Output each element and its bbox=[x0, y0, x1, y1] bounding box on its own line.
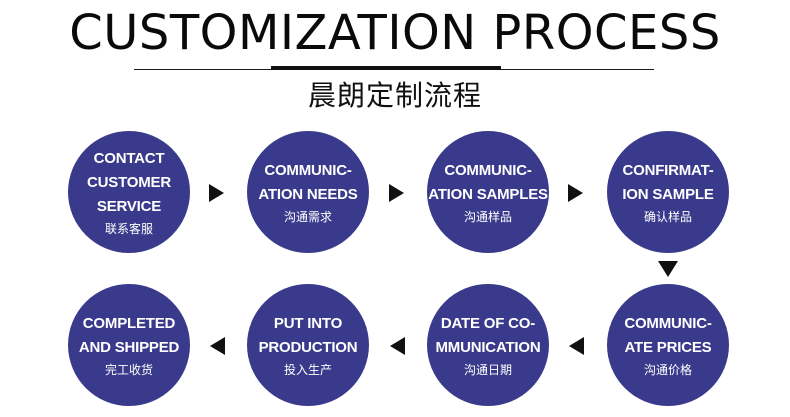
step-communication-samples: COMMUNIC- ATION SAMPLES 沟通样品 bbox=[427, 131, 549, 253]
arrow-down-icon bbox=[658, 261, 678, 277]
page-subtitle: 晨朗定制流程 bbox=[307, 79, 482, 112]
step-contact-customer-service: CONTACT CUSTOMER SERVICE 联系客服 bbox=[68, 131, 190, 253]
arrow-right-icon bbox=[568, 184, 583, 202]
step-label-en: COMPLETED AND SHIPPED bbox=[78, 314, 180, 356]
step-confirmation-sample: CONFIRMAT- ION SAMPLE 确认样品 bbox=[607, 131, 729, 253]
step-communication-needs: COMMUNIC- ATION NEEDS 沟通需求 bbox=[247, 131, 369, 253]
step-label-en: CONFIRMAT- ION SAMPLE bbox=[622, 161, 714, 203]
step-label-cn: 确认样品 bbox=[643, 209, 692, 224]
arrow-left-icon bbox=[569, 337, 584, 355]
step-label-en: DATE OF CO- MMUNICATION bbox=[435, 314, 541, 356]
step-label-cn: 沟通价格 bbox=[643, 362, 692, 377]
arrow-left-icon bbox=[390, 337, 405, 355]
step-label-en: COMMUNIC- ATION SAMPLES bbox=[428, 161, 548, 203]
title-divider-accent bbox=[271, 66, 501, 70]
step-label-cn: 沟通样品 bbox=[463, 209, 512, 224]
step-label-cn: 联系客服 bbox=[104, 221, 153, 236]
step-label-cn: 完工收货 bbox=[104, 362, 153, 377]
step-label-cn: 沟通日期 bbox=[463, 362, 512, 377]
step-communicate-prices: COMMUNIC- ATE PRICES 沟通价格 bbox=[607, 284, 729, 406]
step-label-cn: 投入生产 bbox=[283, 362, 332, 377]
step-label-en: COMMUNIC- ATION NEEDS bbox=[258, 161, 358, 203]
page-title: CUSTOMIZATION PROCESS bbox=[69, 5, 721, 61]
arrow-right-icon bbox=[209, 184, 224, 202]
step-completed-and-shipped: COMPLETED AND SHIPPED 完工收货 bbox=[68, 284, 190, 406]
step-date-of-communication: DATE OF CO- MMUNICATION 沟通日期 bbox=[427, 284, 549, 406]
step-label-cn: 沟通需求 bbox=[283, 209, 332, 224]
arrow-left-icon bbox=[210, 337, 225, 355]
step-label-en: PUT INTO PRODUCTION bbox=[258, 314, 358, 356]
arrow-right-icon bbox=[389, 184, 404, 202]
step-put-into-production: PUT INTO PRODUCTION 投入生产 bbox=[247, 284, 369, 406]
step-label-en: CONTACT CUSTOMER SERVICE bbox=[87, 149, 171, 215]
step-label-en: COMMUNIC- ATE PRICES bbox=[624, 314, 712, 356]
